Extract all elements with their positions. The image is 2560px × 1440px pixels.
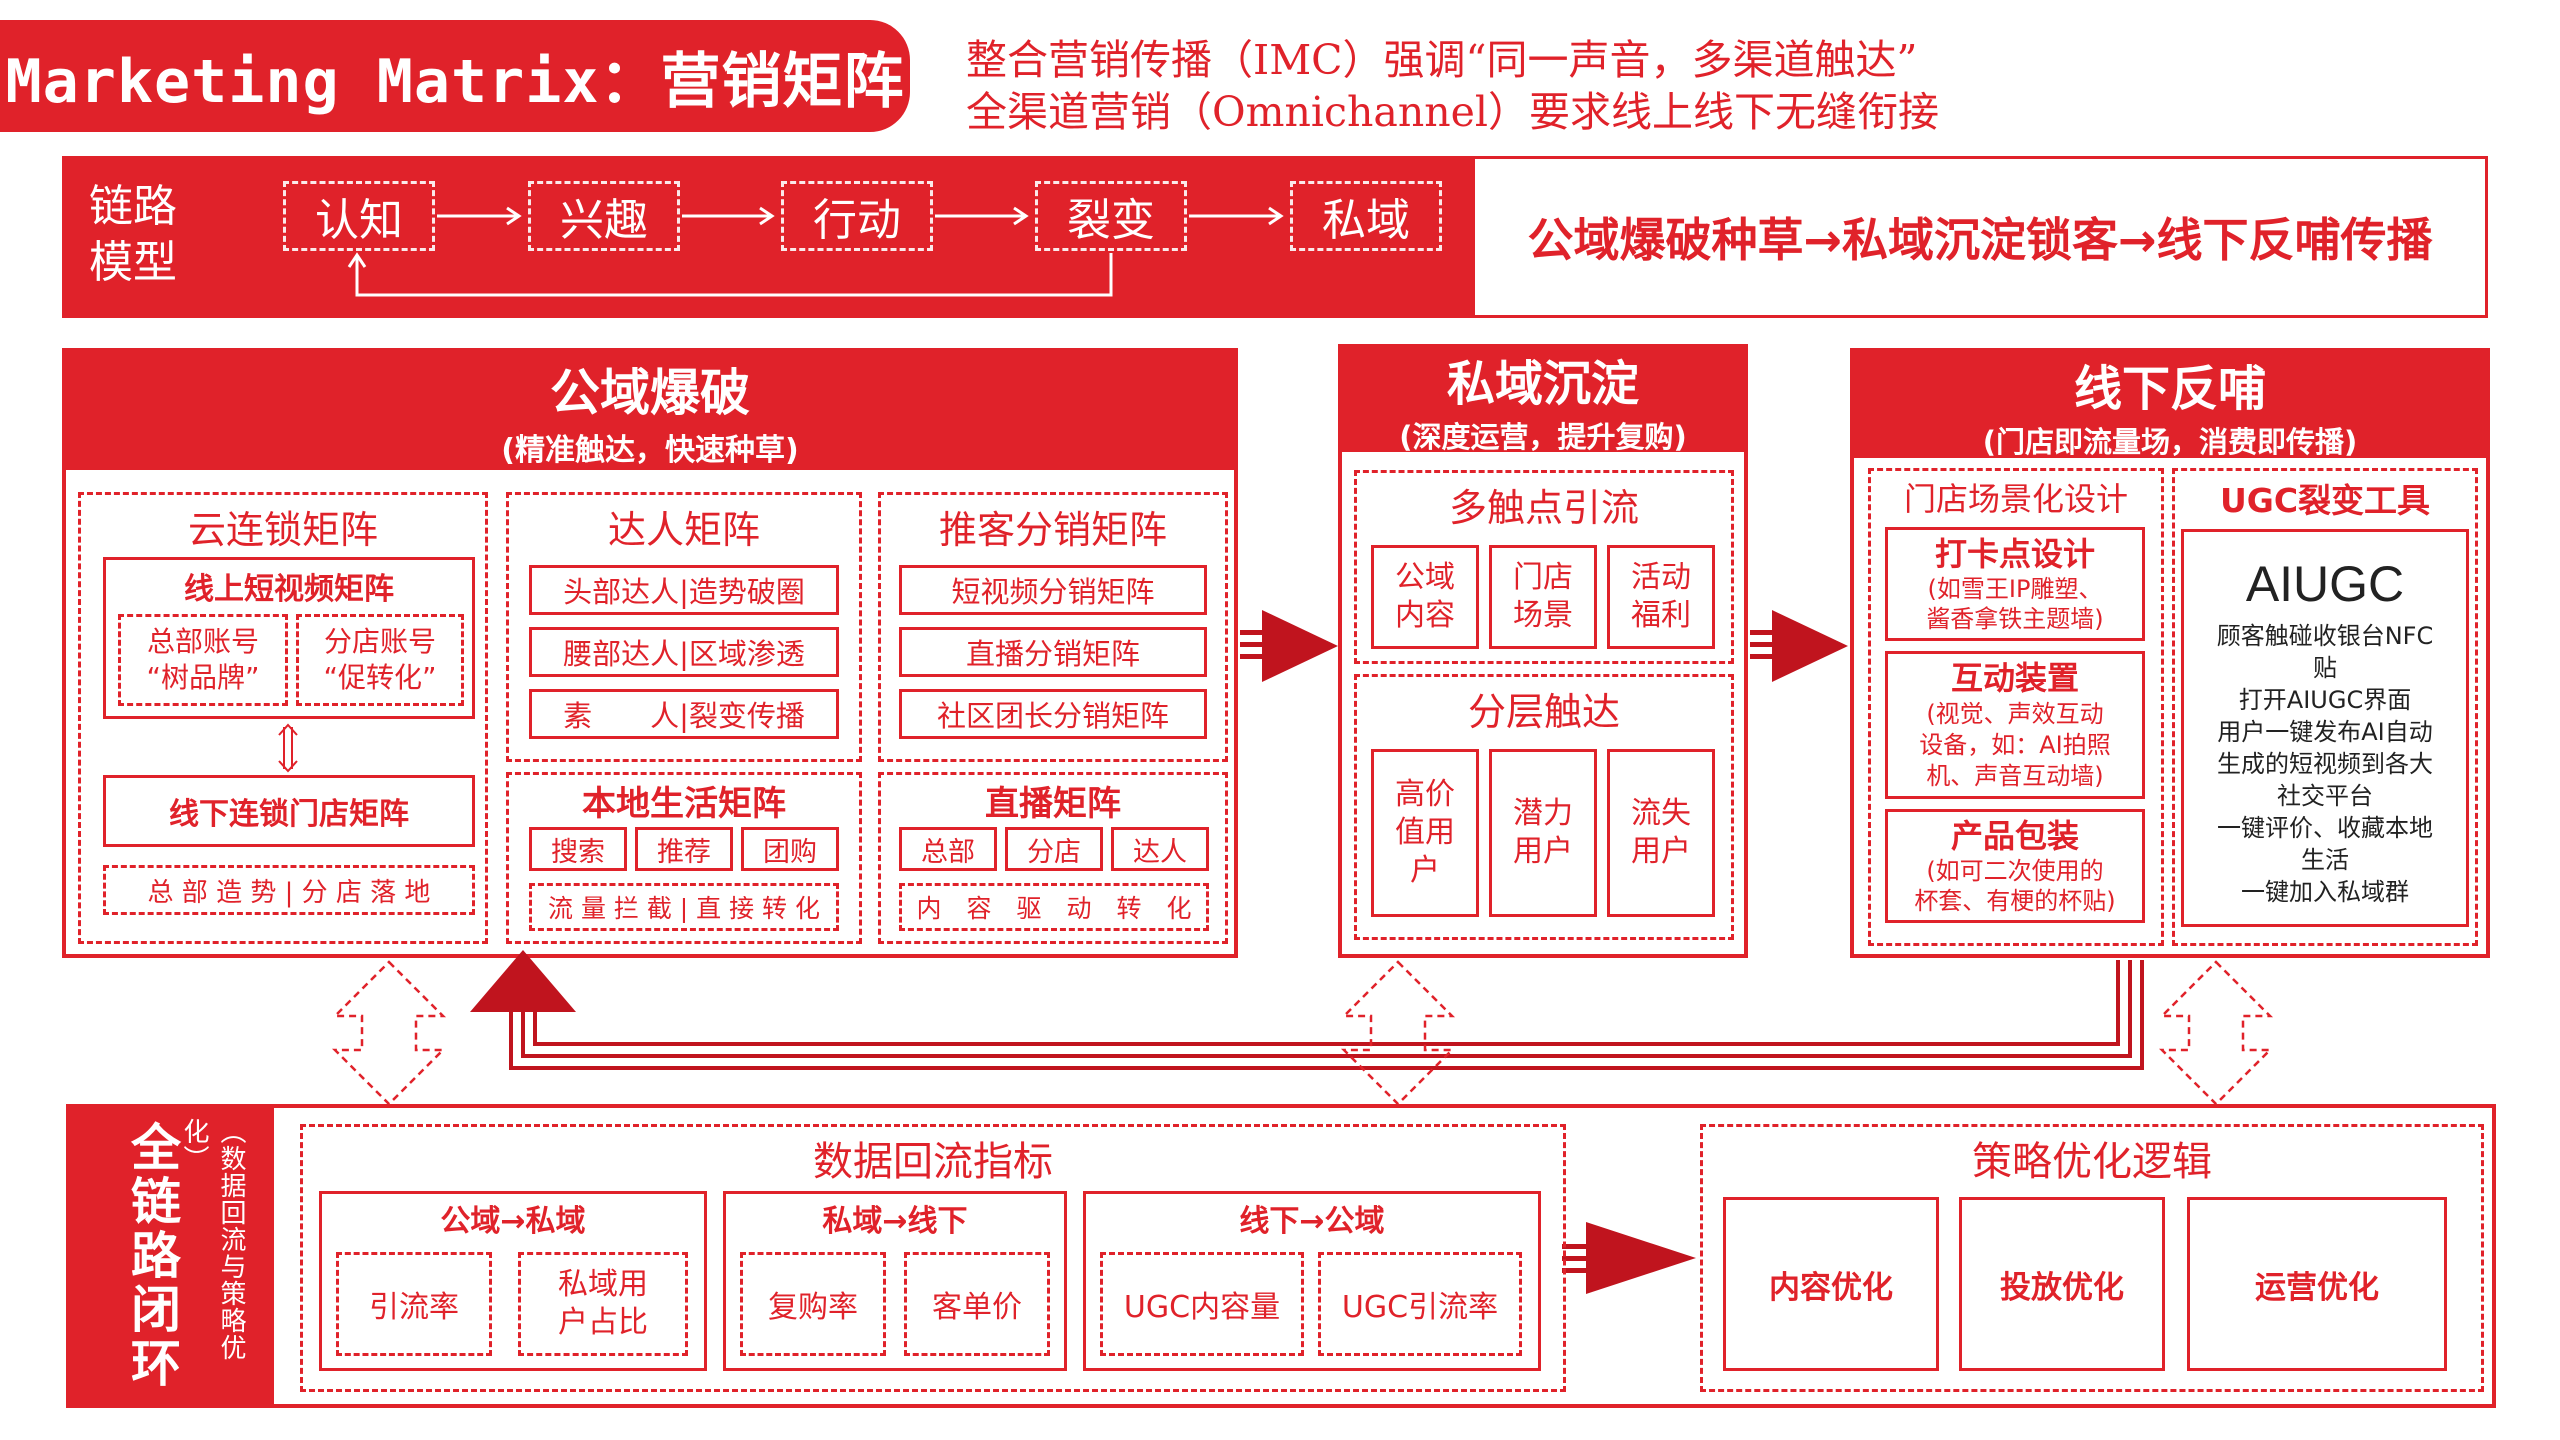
online-video-matrix: 线上短视频矩阵 总部账号 “树品牌” 分店账号 “促转化”: [103, 557, 475, 719]
chain-model-red-panel: 链路 模型 认知 兴趣 行动 裂变 私域: [65, 159, 1475, 315]
local-tag: 推荐: [635, 827, 733, 871]
aiugc-title: AIUGC: [2245, 556, 2405, 612]
local-footer: 流 量 拦 截 | 直 接 转 化: [529, 883, 839, 931]
metric-item: 引流率: [336, 1252, 492, 1356]
kol-item: 头部达人|造势破圈: [529, 565, 839, 615]
loop-side-header: 全 链 路 闭 环 （数据回流与策略优化）: [70, 1108, 274, 1404]
checkin-design: 打卡点设计 (如雪王IP雕塑、 酱香拿铁主题墙): [1885, 527, 2145, 641]
cloud-chain-matrix: 云连锁矩阵 线上短视频矩阵 总部账号 “树品牌” 分店账号 “促转化” 线下连锁…: [78, 492, 488, 944]
public-domain-panel: 公域爆破 (精准触达，快速种草) 云连锁矩阵 线上短视频矩阵 总部账号 “树品牌…: [62, 348, 1238, 958]
chain-model-bar: 链路 模型 认知 兴趣 行动 裂变 私域 公域爆破种草→私域沉淀锁客→线下反哺传…: [62, 156, 2488, 318]
kol-item: 腰部达人|区域渗透: [529, 627, 839, 677]
loop-subtitle: （数据回流与策略优化）: [179, 1118, 246, 1361]
chain-step: 行动: [781, 181, 933, 251]
live-tag: 分店: [1005, 827, 1103, 871]
kol-matrix: 达人矩阵 头部达人|造势破圈 腰部达人|区域渗透 素 人|裂变传播: [506, 492, 862, 762]
cloud-chain-footer: 总 部 造 势 | 分 店 落 地: [103, 865, 475, 915]
local-tag: 团购: [741, 827, 839, 871]
touchpoint-item: 门店 场景: [1489, 545, 1597, 649]
strategy-item: 运营优化: [2187, 1197, 2447, 1371]
cloud-chain-title: 云连锁矩阵: [187, 507, 378, 552]
metric-item: 复购率: [740, 1252, 886, 1356]
layered-reach-section: 分层触达 高价 值用 户 潜力 用户 流失 用户: [1354, 674, 1734, 940]
local-tag: 搜索: [529, 827, 627, 871]
user-tier-item: 流失 用户: [1607, 749, 1715, 917]
store-scene-section: 门店场景化设计 打卡点设计 (如雪王IP雕塑、 酱香拿铁主题墙) 互动装置 (视…: [1868, 468, 2164, 946]
chain-step: 认知: [283, 181, 435, 251]
distribution-matrix: 推客分销矩阵 短视频分销矩阵 直播分销矩阵 社区团长分销矩阵: [878, 492, 1228, 762]
hq-account: 总部账号 “树品牌”: [118, 614, 288, 706]
live-tag: 总部: [899, 827, 997, 871]
multi-touch-section: 多触点引流 公域 内容 门店 场景 活动 福利: [1354, 470, 1734, 664]
local-life-matrix: 本地生活矩阵 搜索 推荐 团购 流 量 拦 截 | 直 接 转 化: [506, 772, 862, 944]
strategy-item: 投放优化: [1959, 1197, 2165, 1371]
offline-header: 线下反哺 (门店即流量场，消费即传播): [1854, 352, 2486, 459]
metric-item: UGC引流率: [1318, 1252, 1522, 1356]
live-tag: 达人: [1111, 827, 1209, 871]
distribution-item: 社区团长分销矩阵: [899, 689, 1207, 739]
data-metrics-section: 数据回流指标 公域→私域 引流率 私域用 户占比 私域→线下 复购率 客单价 线…: [300, 1124, 1566, 1392]
aiugc-card: AIUGC 顾客触碰收银台NFC 贴 打开AIUGC界面 用户一键发布AI自动 …: [2181, 529, 2469, 927]
metric-item: UGC内容量: [1100, 1252, 1304, 1356]
metric-item: 客单价: [904, 1252, 1050, 1356]
chain-model-label: 链路 模型: [89, 181, 177, 288]
offline-store-matrix: 线下连锁门店矩阵: [103, 775, 475, 847]
distribution-item: 短视频分销矩阵: [899, 565, 1207, 615]
strategy-section: 策略优化逻辑 内容优化 投放优化 运营优化: [1700, 1124, 2484, 1392]
touchpoint-item: 活动 福利: [1607, 545, 1715, 649]
metric-group: 私域→线下 复购率 客单价: [723, 1191, 1067, 1371]
page-title: Marketing Matrix：营销矩阵: [5, 46, 905, 117]
touchpoint-item: 公域 内容: [1371, 545, 1479, 649]
private-domain-header: 私域沉淀 (深度运营，提升复购): [1342, 348, 1744, 454]
live-matrix: 直播矩阵 总部 分店 达人 内 容 驱 动 转 化: [878, 772, 1228, 944]
metric-group: 公域→私域 引流率 私域用 户占比: [319, 1191, 707, 1371]
chain-step: 私域: [1290, 181, 1442, 251]
full-chain-loop-panel: 全 链 路 闭 环 （数据回流与策略优化） 数据回流指标 公域→私域 引流率 私…: [66, 1104, 2496, 1408]
interactive-device: 互动装置 (视觉、声效互动 设备，如：AI拍照 机、声音互动墙): [1885, 651, 2145, 799]
chain-step: 兴趣: [528, 181, 680, 251]
public-domain-header: 公域爆破 (精准触达，快速种草): [66, 352, 1234, 470]
metric-item: 私域用 户占比: [518, 1252, 688, 1356]
title-banner: Marketing Matrix：营销矩阵: [0, 20, 910, 132]
user-tier-item: 高价 值用 户: [1371, 749, 1479, 917]
ugc-tool-section: UGC裂变工具 AIUGC 顾客触碰收银台NFC 贴 打开AIUGC界面 用户一…: [2172, 468, 2478, 946]
user-tier-item: 潜力 用户: [1489, 749, 1597, 917]
aiugc-description: 顾客触碰收银台NFC 贴 打开AIUGC界面 用户一键发布AI自动 生成的短视频…: [2216, 622, 2434, 906]
offline-feedback-panel: 线下反哺 (门店即流量场，消费即传播) 门店场景化设计 打卡点设计 (如雪王IP…: [1850, 348, 2490, 958]
distribution-item: 直播分销矩阵: [899, 627, 1207, 677]
bidirectional-arrow-icon: [278, 723, 298, 773]
product-packaging: 产品包装 (如可二次使用的 杯套、有梗的杯贴): [1885, 809, 2145, 923]
live-footer: 内 容 驱 动 转 化: [899, 883, 1209, 931]
subtitle-line-2: 全渠道营销（Omnichannel）要求线上线下无缝衔接: [966, 88, 1940, 136]
branch-account: 分店账号 “促转化”: [296, 614, 464, 706]
metric-group: 线下→公域 UGC内容量 UGC引流率: [1083, 1191, 1541, 1371]
chain-arrows: [347, 206, 1284, 297]
chain-step: 裂变: [1035, 181, 1187, 251]
subtitle-line-1: 整合营销传播（IMC）强调“同一声音，多渠道触达”: [966, 36, 1918, 84]
loop-title: 全 链 路 闭 环: [131, 1119, 181, 1393]
private-domain-panel: 私域沉淀 (深度运营，提升复购) 多触点引流 公域 内容 门店 场景 活动 福利…: [1338, 344, 1748, 958]
chain-summary: 公域爆破种草→私域沉淀锁客→线下反哺传播: [1527, 213, 2433, 267]
strategy-item: 内容优化: [1723, 1197, 1939, 1371]
kol-item: 素 人|裂变传播: [529, 689, 839, 739]
